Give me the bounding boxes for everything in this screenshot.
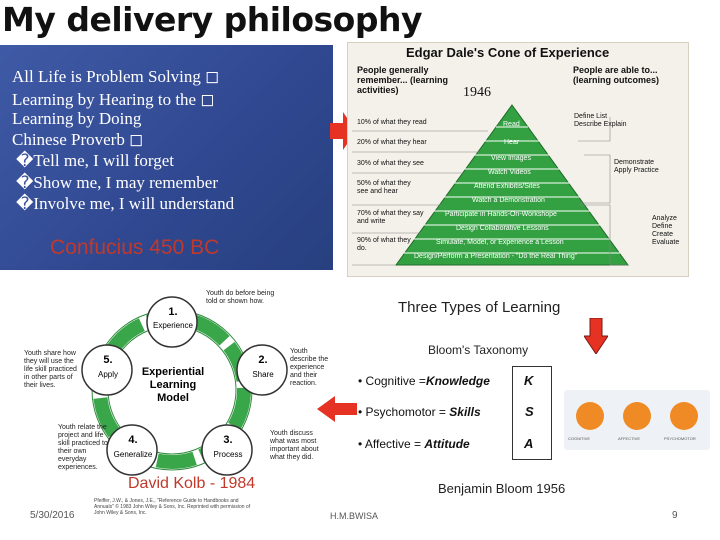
- bloom-row-affective: • Affective = Attitude: [358, 437, 470, 451]
- ksa-box: K S A: [512, 366, 552, 460]
- remember-row: 90% of what they do.: [357, 237, 411, 252]
- outcome-label: Demonstrate Apply Practice: [614, 159, 659, 174]
- pyramid-label: Watch Videos: [488, 169, 531, 176]
- psychomotor-icon: [670, 402, 698, 430]
- panel-line-1: All Life is Problem Solving ◻: [12, 67, 220, 86]
- kolb-note-left-top: Youth share how they will use the life s…: [24, 350, 77, 389]
- kolb-step-label: Process: [213, 450, 243, 459]
- bloom-outcome: Attitude: [424, 437, 470, 451]
- remember-row: 20% of what they hear: [357, 139, 427, 146]
- pyramid-label: Participate in Hands-On-Workshope: [445, 211, 557, 218]
- affective-icon: [623, 402, 651, 430]
- bloom-caption: Benjamin Bloom 1956: [438, 481, 566, 496]
- panel-line-5: �Tell me, I will forget: [16, 151, 175, 170]
- kolb-caption: David Kolb - 1984: [128, 475, 256, 492]
- slide-title: My delivery philosophy: [2, 0, 422, 39]
- cone-left-header: People generally remember... (learning a…: [357, 65, 449, 95]
- bloom-small-label: PSYCHOMOTOR: [664, 436, 696, 441]
- kolb-center-title: Experiential Learning Model: [141, 366, 205, 404]
- cone-title: Edgar Dale's Cone of Experience: [406, 45, 610, 60]
- outcome-label: Analyze Define Create Evaluate: [652, 215, 680, 246]
- bullet: •: [358, 374, 363, 388]
- red-left-arrow-icon: [317, 396, 357, 422]
- remember-row: 70% of what they say and write: [357, 210, 424, 225]
- cone-right-header: People are able to... (learning outcomes…: [573, 65, 660, 85]
- bloom-domain: Affective: [364, 437, 411, 451]
- footer-page-number: 9: [672, 510, 678, 521]
- ksa-letter: K: [524, 373, 534, 388]
- kolb-note-left-bottom: Youth relate the project and life skill …: [58, 424, 108, 471]
- kolb-step-label: Experience: [152, 321, 194, 330]
- outcome-label: Define List Describe Explain: [574, 113, 627, 128]
- pyramid-label: Watch a Demonstration: [472, 197, 545, 204]
- kolb-note-top: Youth do before being told or shown how.: [206, 290, 275, 305]
- panel-line-7: �Involve me, I will understand: [16, 194, 235, 213]
- kolb-step-number: 3.: [223, 434, 233, 446]
- panel-line-2: Learning by Hearing to the ◻: [12, 90, 215, 109]
- confucius-panel: All Life is Problem Solving ◻ Learning b…: [0, 45, 333, 270]
- kolb-step-number: 5.: [103, 354, 113, 366]
- kolb-step-number: 1.: [168, 306, 178, 318]
- blooms-taxonomy-subtitle: Bloom's Taxonomy: [428, 343, 529, 357]
- ksa-letter: A: [524, 436, 534, 451]
- cone-year: 1946: [463, 85, 491, 100]
- bloom-domain: Psychomotor: [365, 405, 436, 419]
- pyramid-label: Hear: [504, 139, 520, 146]
- panel-line-6: �Show me, I may remember: [16, 173, 219, 192]
- dale-cone-figure: Edgar Dale's Cone of Experience People g…: [347, 42, 689, 277]
- remember-row: 30% of what they see: [357, 160, 424, 167]
- kolb-cycle-figure: 1. Experience 2. Share 3. Process 4. Gen…: [22, 290, 332, 515]
- three-types-title: Three Types of Learning: [398, 299, 561, 316]
- kolb-credit: Pfeiffer, J.W., & Jones, J.E., "Referenc…: [94, 498, 251, 516]
- panel-line-3: Learning by Doing: [12, 109, 142, 128]
- pyramid-label: Design Collaborative Lessons: [456, 225, 549, 232]
- panel-line-4: Chinese Proverb ◻: [12, 130, 144, 149]
- cognitive-icon: [576, 402, 604, 430]
- ksa-letter: S: [525, 404, 534, 419]
- kolb-step-number: 2.: [258, 354, 268, 366]
- bloom-small-label: AFFECTIVE: [618, 436, 641, 441]
- bloom-outcome: Knowledge: [425, 374, 490, 388]
- pyramid-label: Simulate, Model, or Experience a Lesson: [436, 239, 564, 246]
- footer-date: 5/30/2016: [30, 510, 75, 521]
- bullet: •: [358, 437, 363, 451]
- kolb-step-number: 4.: [128, 434, 138, 446]
- equals-sign: =: [438, 405, 446, 419]
- kolb-note-right-bottom: Youth discuss what was most important ab…: [270, 430, 319, 461]
- footer-author: H.M.BWISA: [330, 511, 379, 521]
- bullet: •: [358, 405, 363, 419]
- pyramid-label: View Images: [491, 155, 531, 162]
- cone-pyramid: [352, 104, 629, 266]
- bloom-domains-image: COGNITIVE AFFECTIVE PSYCHOMOTOR: [564, 390, 710, 450]
- equals-sign: =: [414, 437, 422, 451]
- pyramid-label: Design/Perform a Presentation - "Do the …: [414, 253, 578, 260]
- pyramid-label: Read: [503, 121, 520, 128]
- kolb-step-label: Generalize: [113, 450, 153, 459]
- confucius-attribution: Confucius 450 BC: [50, 236, 220, 259]
- bloom-small-label: COGNITIVE: [568, 436, 591, 441]
- kolb-note-right-top: Youth describe the experience and their …: [290, 348, 329, 387]
- remember-row: 50% of what they see and hear: [357, 180, 411, 195]
- kolb-cycle-diagram: [81, 296, 288, 476]
- red-down-arrow-icon: [584, 318, 608, 354]
- bloom-row-cognitive: • Cognitive =Knowledge: [358, 374, 490, 388]
- kolb-step-label: Apply: [97, 370, 118, 379]
- equals-sign: =: [418, 374, 426, 388]
- pyramid-label: Attend Exhibitis/Sites: [474, 183, 540, 190]
- remember-row: 10% of what they read: [357, 119, 427, 126]
- kolb-step-label: Share: [252, 370, 274, 379]
- bloom-row-psychomotor: • Psychomotor = Skills: [358, 405, 481, 419]
- bloom-outcome: Skills: [449, 405, 481, 419]
- bloom-domain: Cognitive: [365, 374, 416, 388]
